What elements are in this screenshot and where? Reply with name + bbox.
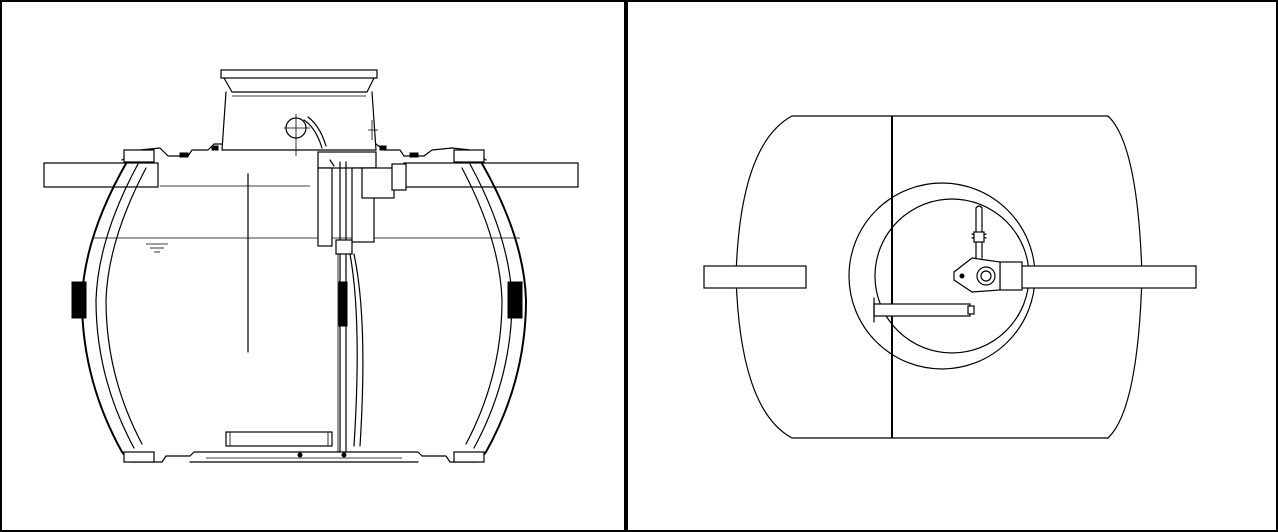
pump-head-plan: [953, 205, 1023, 293]
inlet-pipe-stub-plan: [703, 265, 807, 289]
left-frame: [0, 0, 626, 532]
tank-outline-plan: [735, 115, 1143, 439]
manhole-riser: [220, 69, 378, 156]
tank-top-ribs: [121, 143, 487, 161]
bottom-filter-tube: [225, 431, 347, 458]
pump-assembly: [317, 151, 407, 453]
outlet-pipe-stub-plan: [1019, 265, 1197, 289]
outlet-pipe-stub: [403, 162, 579, 188]
water-level-symbol: [146, 243, 168, 253]
filter-tube-plan: [873, 297, 975, 323]
inlet-pipe-stub: [43, 162, 159, 188]
side-section-view: [0, 0, 626, 532]
tank-body: [71, 149, 528, 463]
top-plan-view: [626, 0, 1278, 532]
right-frame: [626, 0, 1278, 532]
side-section-drawing: [0, 0, 626, 532]
top-plan-drawing: [626, 0, 1278, 532]
